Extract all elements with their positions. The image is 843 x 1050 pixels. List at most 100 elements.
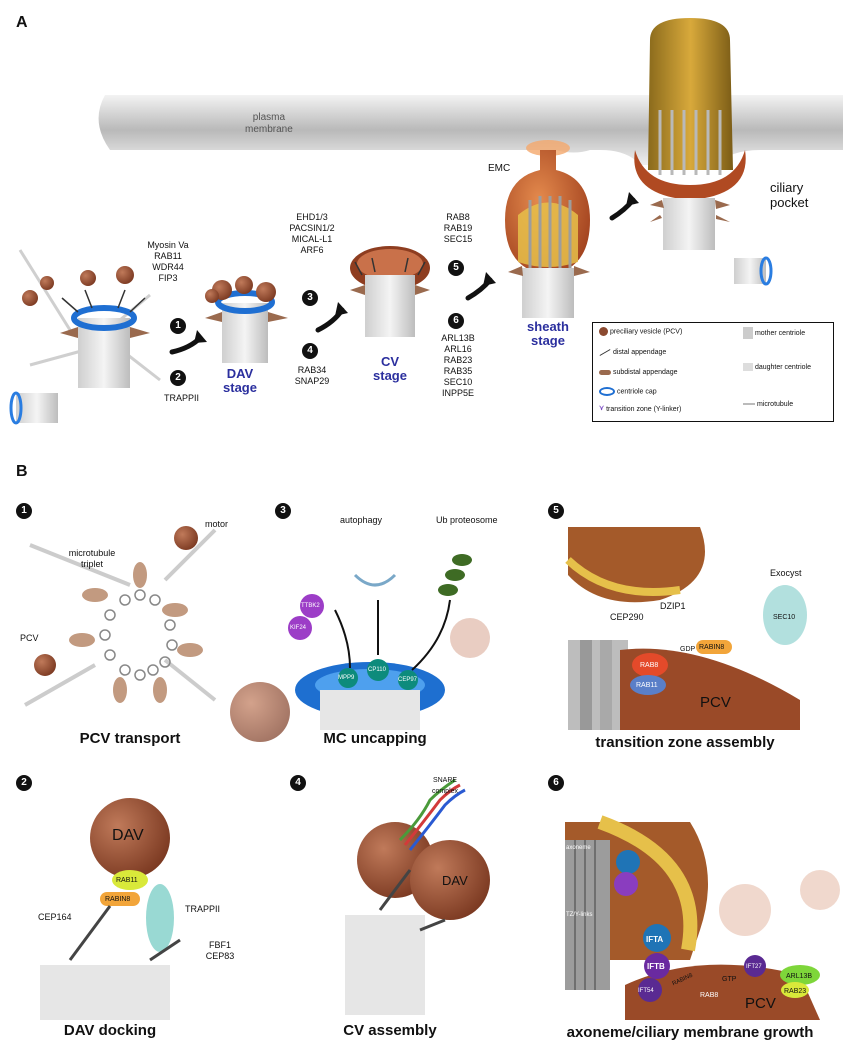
b1-caption: PCV transport [79, 730, 181, 747]
b4-label-dav: DAV [442, 873, 468, 888]
b1-label-pcv: PCV [20, 633, 39, 643]
legend-item-cap: centriole cap [599, 387, 657, 396]
b3-label-cep97: CEP97 [398, 677, 418, 683]
legend-item-tz: ⋎ transition zone (Y-linker) [599, 405, 682, 413]
legend-item-mother: mother centriole [743, 327, 805, 339]
b6-label-ift27: IFT27 [746, 964, 762, 970]
panel-letter-a: A [16, 14, 28, 31]
b3-label-autophagy: autophagy [340, 515, 383, 525]
b6-label-axoneme: axoneme [566, 845, 591, 851]
subdistal-appendage-icon [599, 369, 611, 375]
b6-illustration [565, 815, 840, 1020]
b5-label-dzip1: DZIP1 [660, 601, 686, 611]
b6-label-ifta: IFTA [646, 935, 664, 944]
b1-label-motor: motor [205, 519, 229, 529]
b1-illustration [24, 526, 217, 707]
b4-caption: CV assembly [343, 1022, 437, 1039]
b6-label-iftb: IFTB [647, 962, 665, 971]
b5-label-gdp: GDP [680, 646, 696, 653]
b6-label-rab8: RAB8 [700, 992, 719, 999]
b5-label-pcv: PCV [700, 694, 731, 711]
b2-label-rab11: RAB11 [116, 877, 138, 884]
b2-label-trappii: TRAPPII [185, 904, 221, 914]
b6-label-ift54: IFT54 [638, 988, 654, 994]
microtubule-icon [743, 403, 755, 406]
step-badge-4: 4 [302, 343, 318, 359]
centriole-cap-icon [599, 387, 615, 396]
b6-caption: axoneme/ciliary membrane growth [566, 1024, 814, 1041]
step-badge-1: 1 [170, 318, 186, 334]
b3-label-mpp9: MPP9 [338, 675, 355, 681]
b3-illustration [230, 554, 490, 742]
pcv-icon [599, 327, 608, 336]
b6-label-gtp: GTP [722, 976, 737, 983]
transition-zone-icon: ⋎ [599, 405, 605, 412]
panel-letter-b: B [16, 463, 28, 480]
b5-label-cep290: CEP290 [610, 612, 644, 622]
b5-label-rab11: RAB11 [636, 682, 658, 689]
b6-label-rab23: RAB23 [784, 988, 807, 995]
b2-step-badge: 2 [16, 775, 32, 791]
legend-item-distal: distal appendage [599, 348, 666, 357]
b2-illustration [40, 798, 181, 1020]
b2-label-rabin8: RABIN8 [105, 896, 131, 903]
b2-label-cep164: CEP164 [38, 912, 72, 922]
cv-mother-centriole [365, 275, 415, 337]
step-badge-5: 5 [448, 260, 464, 276]
b2-label-dav: DAV [112, 827, 144, 844]
legend: preciliary vesicle (PCV) distal appendag… [592, 322, 834, 422]
b3-label-ub: Ub proteosome [436, 515, 498, 525]
legend-item-daughter: daughter centriole [743, 363, 811, 372]
mother-centriole-icon [743, 327, 753, 339]
b3-caption: MC uncapping [323, 730, 427, 747]
ciliary-pocket-shape [634, 150, 746, 200]
b3-label-kif24: KIF24 [290, 625, 307, 631]
b1-step-badge: 1 [16, 503, 32, 519]
daughter-centriole-left [16, 393, 58, 423]
legend-item-subdistal: subdistal appendage [599, 369, 678, 377]
emc-label: EMC [488, 163, 511, 174]
b5-label-rabin8: RABIN8 [699, 644, 725, 651]
b6-label-tz: TZ/Y-links [566, 912, 593, 918]
legend-item-pcv: preciliary vesicle (PCV) [599, 327, 682, 336]
step-badge-2: 2 [170, 370, 186, 386]
b2-caption: DAV docking [63, 1022, 157, 1039]
daughter-centriole-icon [743, 363, 753, 371]
b4-step-badge: 4 [290, 775, 306, 791]
step-badge-3: 3 [302, 290, 318, 306]
b3-step-badge: 3 [275, 503, 291, 519]
b5-caption: transition zone assembly [595, 734, 775, 751]
protein-list-step2: TRAPPII [164, 393, 200, 403]
b4-illustration [345, 778, 490, 1015]
b6-label-pcv: PCV [745, 995, 776, 1012]
legend-item-microtubule: microtubule [743, 401, 793, 409]
membrane-fusion-spot [526, 140, 570, 156]
b5-illustration [565, 527, 807, 730]
b6-label-arl13b: ARL13B [786, 973, 813, 980]
b5-label-rab8: RAB8 [640, 662, 659, 669]
b5-label-sec10: SEC10 [773, 614, 796, 621]
sheath-basal-body [522, 268, 574, 318]
step-badge-6: 6 [448, 313, 464, 329]
b5-step-badge: 5 [548, 503, 564, 519]
b5-label-exocyst: Exocyst [770, 568, 802, 578]
cilium-axoneme [648, 18, 733, 170]
b3-label-cp110: CP110 [368, 667, 386, 673]
initial-centriole [18, 249, 161, 388]
mature-basal-body [663, 198, 715, 250]
